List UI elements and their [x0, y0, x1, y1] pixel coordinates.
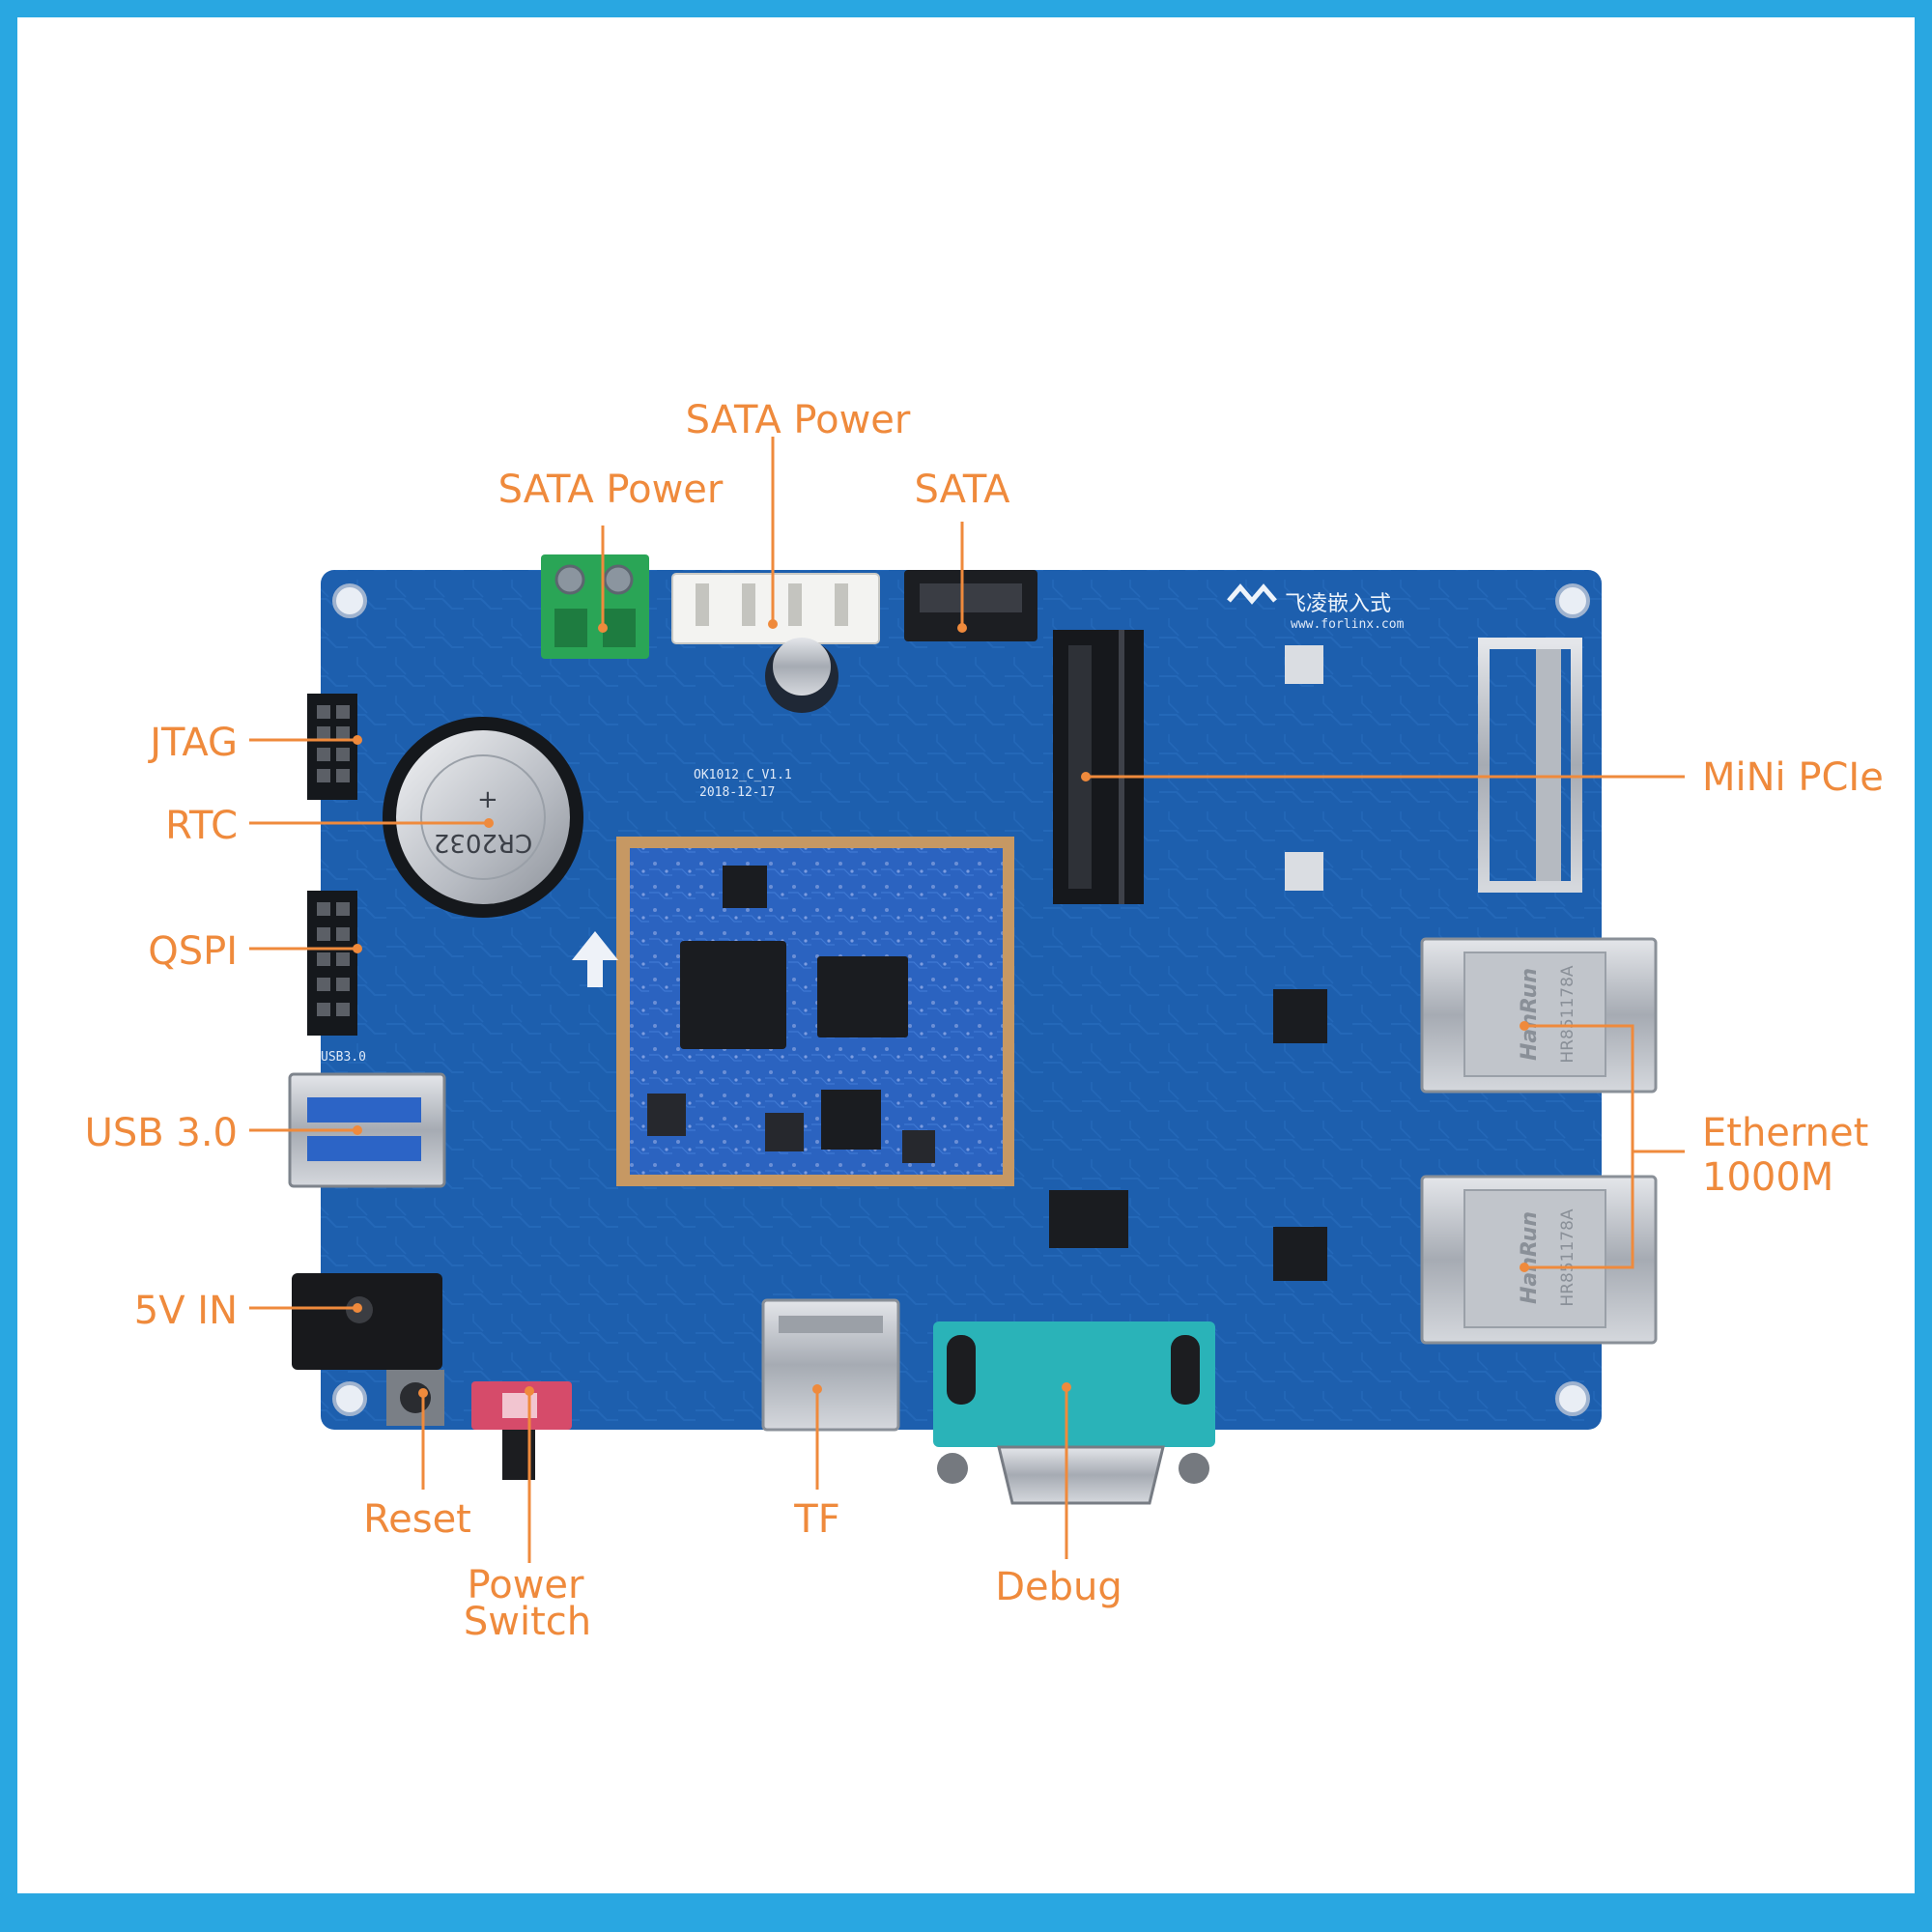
leader-dot: [1081, 772, 1091, 781]
leader-dot: [353, 1303, 362, 1313]
sata-connector: [904, 570, 1037, 641]
leader-dot: [525, 1386, 534, 1396]
sata-power-molex: [671, 573, 880, 644]
sata-power-terminal: [541, 554, 649, 659]
jack-model: HR851178A: [1558, 1208, 1577, 1306]
leader-dot: [353, 1125, 362, 1135]
leader-dot: [598, 623, 608, 633]
board-date: 2018-12-17: [699, 785, 775, 800]
dc-power-jack: [292, 1273, 442, 1370]
pmic-chip: [821, 1090, 881, 1150]
leader-dot: [484, 818, 494, 828]
flash-chip: [723, 866, 767, 908]
brand-url: www.forlinx.com: [1291, 617, 1405, 632]
leader-ethernet: [1524, 1024, 1685, 1269]
ethernet-phy-chip: [1273, 1227, 1327, 1281]
label-ethernet-line2: 1000M: [1702, 1155, 1833, 1200]
ethernet-jack-2: HanRun HR851178A: [1420, 1175, 1658, 1345]
up-arrow-icon: [572, 931, 618, 987]
leader-dot: [957, 623, 967, 633]
label-sata: SATA: [914, 468, 1010, 512]
label-tf: TF: [793, 1497, 839, 1542]
leader-dot: [353, 735, 362, 745]
brand-logo: 飞凌嵌入式 www.forlinx.com: [1227, 583, 1405, 632]
leader-dot: [418, 1388, 428, 1398]
ethernet-jack-1: HanRun HR851178A: [1420, 937, 1658, 1094]
leader-dot: [353, 944, 362, 953]
board-marking: OK1012_C_V1.1: [694, 768, 792, 782]
jtag-header: [307, 694, 357, 800]
som-core-module: OK1012_C_V1.1 2018-12-17: [616, 768, 1014, 1186]
coin-cell-label: CR2032: [434, 828, 532, 857]
label-reset: Reset: [363, 1497, 471, 1542]
label-ethernet-line1: Ethernet: [1702, 1111, 1868, 1155]
mini-pcie-slot: [1053, 630, 1582, 904]
label-power-in: 5V IN: [134, 1289, 238, 1333]
label-sata-power-top: SATA Power: [686, 398, 911, 442]
brand-name: 飞凌嵌入式: [1285, 592, 1391, 616]
mount-hole: [1555, 583, 1590, 618]
power-switch: [471, 1381, 572, 1480]
mount-hole: [332, 1381, 367, 1416]
coin-cell-plus: +: [477, 785, 498, 814]
jack-model: HR851178A: [1558, 965, 1577, 1063]
label-rtc: RTC: [165, 804, 238, 848]
label-power-switch-line1: Power: [468, 1563, 584, 1607]
cpu-chip: [680, 941, 786, 1049]
label-sata-power-left: SATA Power: [498, 468, 724, 512]
label-qspi: QSPI: [148, 929, 238, 974]
tf-card-slot: [761, 1298, 900, 1432]
leader-dot: [1062, 1382, 1071, 1392]
callout-labels: SATA Power SATA Power SATA JTAG RTC QSPI…: [85, 398, 1884, 1644]
jack-brand: HanRun: [1518, 1211, 1542, 1304]
label-power-switch-line2: Switch: [464, 1600, 591, 1644]
ethernet-phy-chip: [1273, 989, 1327, 1043]
leader-dot: [812, 1384, 822, 1394]
label-mini-pcie: MiNi PCIe: [1702, 755, 1884, 800]
usb-marking: USB3.0: [321, 1050, 366, 1065]
label-debug: Debug: [995, 1565, 1122, 1609]
reset-button: [386, 1370, 444, 1426]
qspi-header: [307, 891, 357, 1036]
usb3-port: USB3.0: [288, 1050, 446, 1188]
mount-hole: [332, 583, 367, 618]
label-jtag: JTAG: [147, 721, 238, 765]
leader-dot: [768, 619, 778, 629]
jack-brand: HanRun: [1518, 968, 1542, 1061]
rtc-coin-cell: + CR2032: [383, 717, 583, 918]
ddr-chip: [817, 956, 908, 1037]
electrolytic-capacitor: [765, 638, 838, 713]
leader-dot: [1520, 1263, 1529, 1272]
debug-db9-connector: [933, 1321, 1215, 1505]
logic-chip: [1049, 1190, 1128, 1248]
leader-lines: [249, 437, 1685, 1563]
label-usb: USB 3.0: [85, 1111, 238, 1155]
mount-hole: [1555, 1381, 1590, 1416]
leader-dot: [1520, 1021, 1529, 1031]
